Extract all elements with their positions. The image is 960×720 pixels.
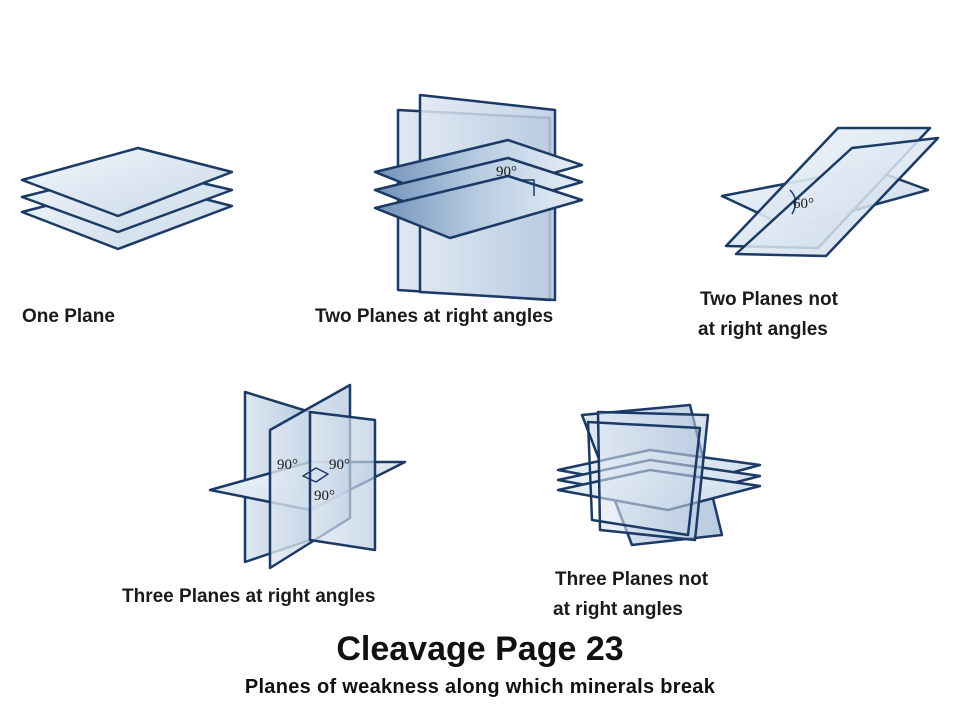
page-title: Cleavage Page 23: [336, 630, 624, 668]
three-planes-not-right-figure: [556, 403, 762, 547]
angle-label-bottom: 90°: [314, 488, 335, 504]
slanted-sheet-front-1: [596, 410, 710, 542]
label-two-planes-not-right-line2: at right angles: [698, 319, 828, 340]
angle-label-60: 60°: [793, 196, 814, 212]
plane-sheet-top: [20, 146, 234, 218]
vertical-sheet-right: [308, 410, 377, 552]
label-one-plane: One Plane: [22, 306, 115, 327]
right-angle-box: [302, 467, 329, 483]
two-planes-not-right-figure: 60°: [720, 126, 940, 258]
page-subtitle: Planes of weakness along which minerals …: [244, 676, 716, 698]
two-planes-right-figure: 90°: [373, 93, 584, 302]
angle-arc: [789, 189, 797, 215]
label-three-planes-not-right-line2: at right angles: [553, 599, 683, 620]
slanted-sheet-front-2: [586, 420, 702, 537]
angle-label-90: 90°: [496, 164, 517, 180]
three-planes-right-figure: 90° 90° 90°: [208, 383, 407, 570]
label-two-planes-right: Two Planes at right angles: [315, 306, 554, 327]
angle-label-right: 90°: [329, 457, 350, 473]
angled-sheet-front: [734, 136, 940, 258]
label-three-planes-not-right-line1: Three Planes not: [555, 569, 709, 590]
label-three-planes-right: Three Planes at right angles: [122, 586, 376, 607]
right-angle-mark: [520, 179, 535, 196]
one-plane-figure: [20, 146, 234, 251]
horizontal-sheet-3: [373, 174, 584, 240]
angle-label-left: 90°: [277, 457, 298, 473]
label-two-planes-not-right-line1: Two Planes not: [700, 289, 838, 310]
